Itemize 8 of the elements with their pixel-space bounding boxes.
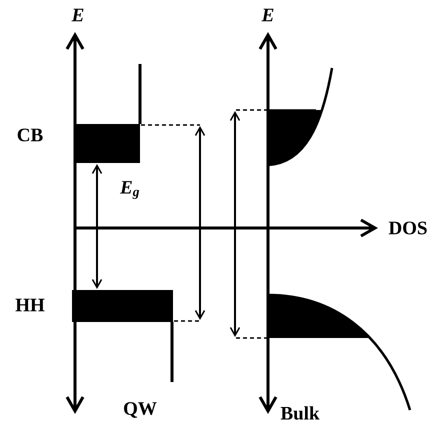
well-label: QW [124,402,157,418]
band-label: CB [18,128,43,142]
gap-label: E$_{g}$ [120,181,140,199]
band-label: HH [16,298,44,312]
axis-label: E [72,8,84,22]
axis-label: DOS [388,222,427,234]
axis-label: E [262,8,274,22]
material-label: Bulk [280,406,320,420]
